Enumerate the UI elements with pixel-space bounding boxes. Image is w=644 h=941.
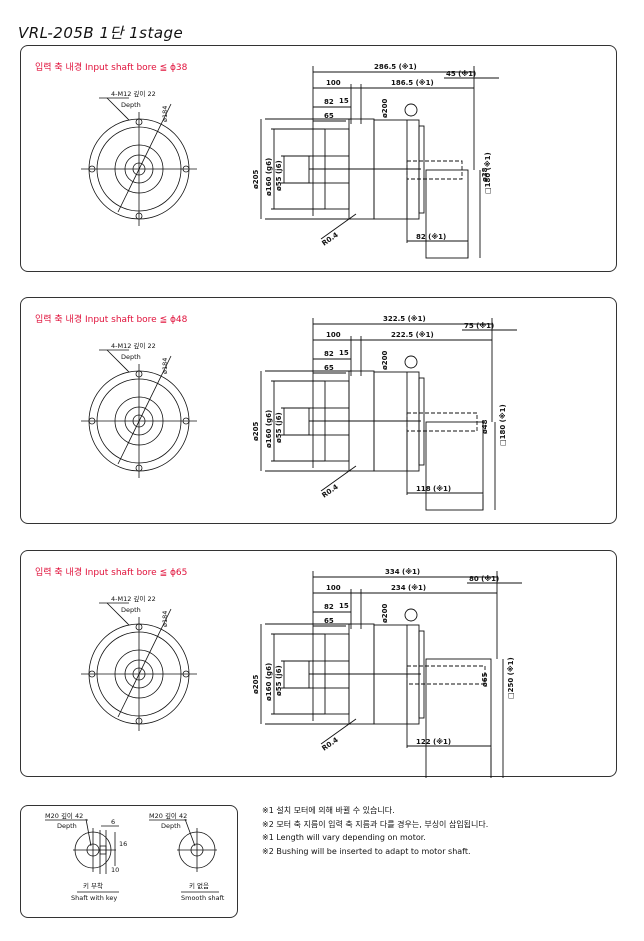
- smooth-depth-label: Depth: [161, 822, 181, 830]
- front-view: [81, 97, 197, 226]
- dim-15: 15: [339, 97, 349, 105]
- bolt-hole-label: 4-M12 깊이 22: [111, 594, 156, 603]
- dim-motor: 45 (※1): [446, 69, 476, 78]
- bore-heading: 입력 축 내경 Input shaft bore ≦ ϕ48: [35, 313, 188, 325]
- dim-dia55: ø55 (j6): [275, 160, 283, 191]
- dim-bottom: 118 (※1): [416, 484, 451, 493]
- pcd-label: ø184: [161, 611, 169, 627]
- dim-radius: R0.4: [321, 483, 340, 500]
- pcd-label: ø184: [161, 106, 169, 122]
- dim-100: 100: [326, 331, 341, 339]
- dim-total: 322.5 (※1): [383, 314, 426, 323]
- dim-square: □180 (※1): [498, 404, 507, 446]
- dim-motor: 80 (※1): [469, 574, 499, 583]
- dimension-drawing: 입력 축 내경 Input shaft bore ≦ ϕ48 4-M12 깊이 2…: [35, 313, 517, 511]
- dim-82: 82: [324, 98, 334, 106]
- dim-bottom: 82 (※1): [416, 232, 446, 241]
- dimension-drawing: 입력 축 내경 Input shaft bore ≦ ϕ65 4-M12 깊이 2…: [35, 566, 522, 778]
- side-view: [260, 66, 499, 259]
- note-2-en: ※2 Bushing will be inserted to adapt to …: [262, 846, 471, 856]
- dim-rest: 234 (※1): [391, 583, 426, 592]
- depth-label: Depth: [121, 606, 141, 614]
- dim-15: 15: [339, 349, 349, 357]
- notes: ※1 설치 모터에 의해 바뀔 수 있습니다. ※2 모터 축 지름이 입력 축…: [262, 804, 488, 858]
- depth-label: Depth: [121, 353, 141, 361]
- bore-heading: 입력 축 내경 Input shaft bore ≦ ϕ65: [35, 566, 187, 578]
- dim-dia205: ø205: [252, 674, 260, 694]
- dim-dia160: ø160 (g6): [265, 410, 273, 448]
- page-title: VRL-205B 1단 1stage: [18, 24, 184, 42]
- dim-dia200: ø200: [381, 350, 389, 370]
- drawing-panel-48: 입력 축 내경 Input shaft bore ≦ ϕ48 4-M12 깊이 2…: [20, 297, 617, 524]
- dim-dia200: ø200: [381, 603, 389, 623]
- keyed-thread-label: M20 깊이 42: [45, 811, 83, 820]
- note-2-ko: ※2 모터 축 지름이 입력 축 지름과 다를 경우는, 부싱이 삽입됩니다.: [262, 819, 489, 829]
- note-1-en: ※1 Length will vary depending on motor.: [262, 833, 426, 842]
- dim-total: 334 (※1): [385, 567, 420, 576]
- bolt-hole-label: 4-M12 깊이 22: [111, 89, 156, 98]
- dim-82: 82: [324, 603, 334, 611]
- bolt-hole-label: 4-M12 깊이 22: [111, 341, 156, 350]
- dim-100: 100: [326, 79, 341, 87]
- dim-bore: ø48: [481, 419, 489, 434]
- dim-bore: ø65: [481, 672, 489, 687]
- keyed-label-ko: 키 부착: [83, 881, 103, 890]
- dim-dia55: ø55 (j6): [275, 665, 283, 696]
- dim-65: 65: [324, 364, 334, 372]
- front-view: [81, 602, 197, 731]
- dim-total: 286.5 (※1): [374, 62, 417, 71]
- dim-radius: R0.4: [321, 736, 340, 753]
- bore-heading: 입력 축 내경 Input shaft bore ≦ ϕ38: [35, 61, 188, 73]
- smooth-label-ko: 키 없음: [189, 881, 209, 890]
- front-view: [81, 349, 197, 478]
- dim-15: 15: [339, 602, 349, 610]
- shaft-options-drawing: M20 깊이 42 Depth 6 16 10 키 부착 Shaft with …: [45, 811, 225, 902]
- keyed-dim-6: 6: [111, 818, 115, 826]
- drawing-panel-38: 입력 축 내경 Input shaft bore ≦ ϕ38 4-M12 깊이 2…: [20, 45, 617, 272]
- smooth-label-en: Smooth shaft: [181, 894, 225, 902]
- dim-dia160: ø160 (g6): [265, 663, 273, 701]
- dim-dia160: ø160 (g6): [265, 158, 273, 196]
- dim-square: □250 (※1): [506, 657, 515, 699]
- dim-dia205: ø205: [252, 169, 260, 189]
- keyed-dim-16: 16: [119, 840, 127, 848]
- dim-bottom: 122 (※1): [416, 737, 451, 746]
- depth-label: Depth: [121, 101, 141, 109]
- dim-dia55: ø55 (j6): [275, 412, 283, 443]
- shaft-options-box: M20 깊이 42 Depth 6 16 10 키 부착 Shaft with …: [20, 805, 238, 918]
- dim-82: 82: [324, 350, 334, 358]
- dim-65: 65: [324, 112, 334, 120]
- dimension-drawing: 입력 축 내경 Input shaft bore ≦ ϕ38 4-M12 깊이 2…: [35, 61, 499, 259]
- dim-dia205: ø205: [252, 421, 260, 441]
- dim-rest: 186.5 (※1): [391, 78, 434, 87]
- dim-100: 100: [326, 584, 341, 592]
- dim-bore: ø38: [481, 167, 489, 182]
- dim-radius: R0.4: [321, 231, 340, 248]
- side-view: [260, 318, 517, 511]
- keyed-dim-10: 10: [111, 866, 119, 874]
- dim-65: 65: [324, 617, 334, 625]
- dim-square: □180 (※1): [483, 152, 492, 194]
- keyed-depth-label: Depth: [57, 822, 77, 830]
- pcd-label: ø184: [161, 358, 169, 374]
- dim-dia200: ø200: [381, 98, 389, 118]
- drawing-panel-65: 입력 축 내경 Input shaft bore ≦ ϕ65 4-M12 깊이 2…: [20, 550, 617, 778]
- note-1-ko: ※1 설치 모터에 의해 바뀔 수 있습니다.: [262, 806, 395, 815]
- side-view: [260, 571, 522, 778]
- dim-rest: 222.5 (※1): [391, 330, 434, 339]
- dim-motor: 75 (※1): [464, 321, 494, 330]
- smooth-thread-label: M20 깊이 42: [149, 811, 187, 820]
- keyed-label-en: Shaft with key: [71, 894, 117, 902]
